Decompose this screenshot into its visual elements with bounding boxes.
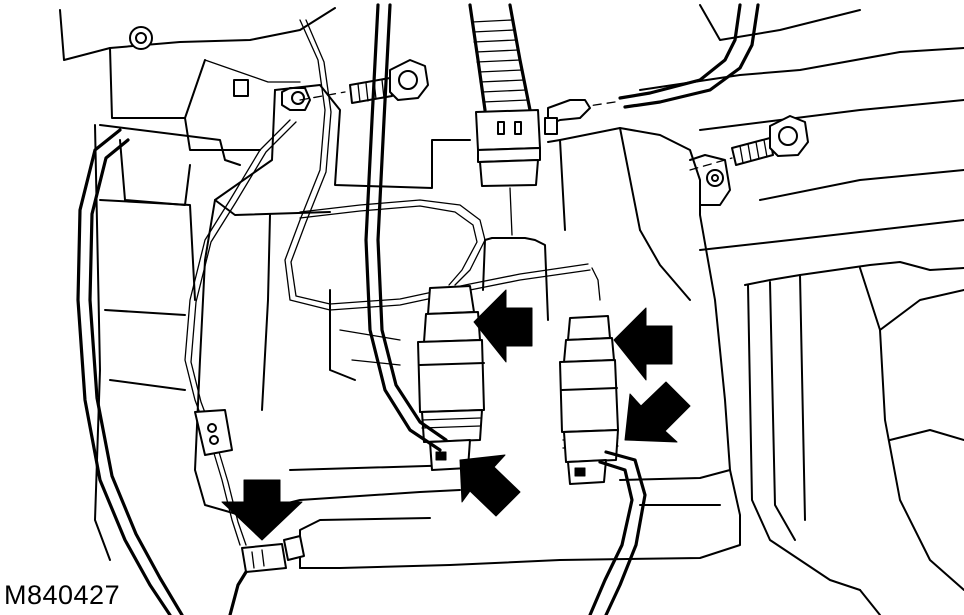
bolt-right	[689, 115, 809, 171]
arrow-pump-front-lower	[459, 454, 521, 517]
washer-hoses	[76, 3, 647, 615]
washer-pump-rear	[559, 315, 619, 485]
arrow-pump-front-upper	[473, 289, 533, 363]
arrow-level-sensor	[221, 479, 303, 541]
arrow-pump-rear-lower	[624, 381, 691, 443]
arrow-pump-rear-upper	[613, 307, 673, 381]
figure-code: M840427	[4, 580, 121, 610]
right-panel	[744, 261, 964, 615]
left-frame	[94, 124, 241, 561]
wiring-harness	[184, 19, 601, 546]
vent-tube	[544, 3, 760, 135]
body-structure	[59, 4, 964, 251]
bolt-left	[299, 59, 429, 104]
washer-reservoir	[194, 84, 741, 569]
filler-neck	[468, 3, 541, 236]
